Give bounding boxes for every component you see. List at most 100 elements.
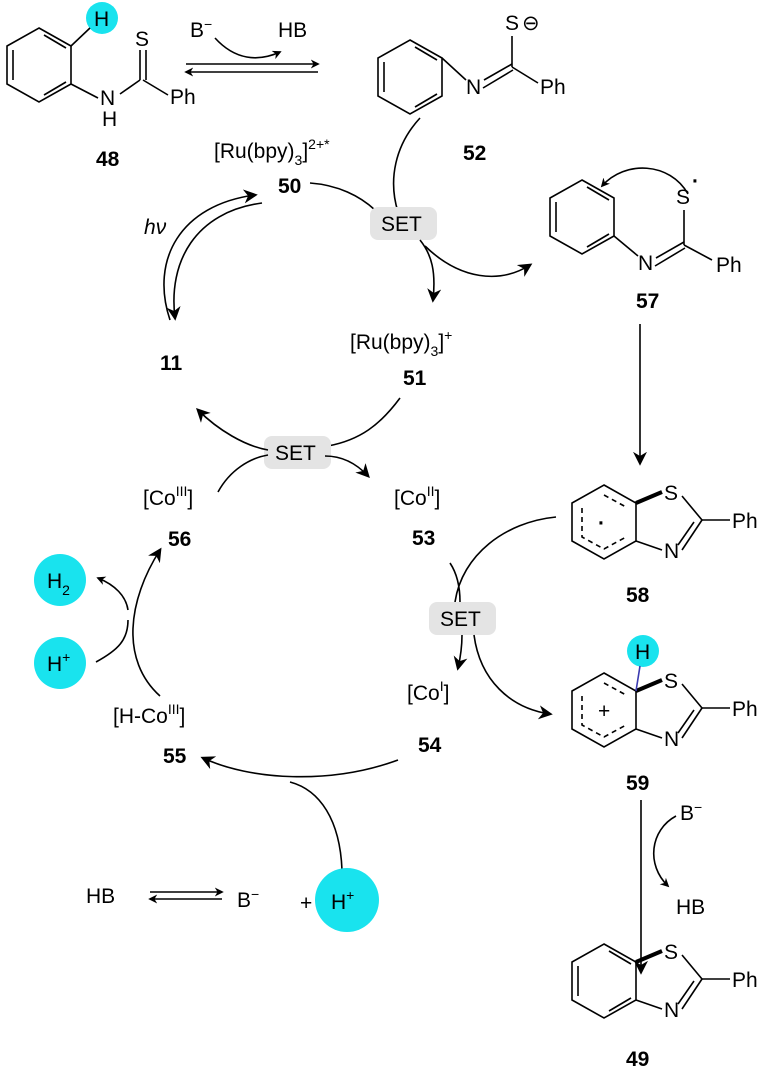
arrow-55-to-56	[132, 547, 162, 697]
label-56: 56	[168, 528, 191, 551]
ru-reduced: [Ru(bpy)3]+	[350, 327, 452, 359]
atom-ph-49: Ph	[732, 969, 758, 992]
arrow-50-to-11	[166, 202, 263, 321]
atom-s-48: S	[135, 28, 149, 51]
highlight-hplus-bottom	[315, 868, 379, 932]
atom-s-59: S	[664, 670, 678, 693]
arrow-set-to-57	[424, 245, 533, 278]
arrow-51-into-set	[327, 397, 401, 447]
label-58: 58	[626, 584, 650, 607]
label-51: 51	[403, 367, 427, 390]
arrow-set-to-51	[419, 239, 442, 303]
set-label-1: SET	[381, 213, 422, 236]
atom-n-52: N	[466, 76, 481, 99]
compound-48-structure: H N H S Ph	[6, 2, 196, 131]
label-57: 57	[636, 290, 659, 313]
atom-n-48: N	[100, 87, 115, 110]
arrow-set-to-co1	[453, 634, 468, 671]
atom-ph-52: Ph	[540, 76, 566, 99]
atom-ph-59: Ph	[732, 698, 758, 721]
plus-charge-59: +	[598, 700, 610, 723]
atom-s-57: S	[676, 186, 690, 209]
h2-species: H2	[47, 570, 70, 598]
highlight-h2	[34, 554, 86, 606]
atom-n-58: N	[664, 540, 679, 563]
hb-bottom: HB	[86, 885, 115, 908]
radical-dot-57: ·	[692, 170, 699, 193]
arrow-11-to-50	[163, 189, 258, 321]
hplus-bottom: H+	[331, 887, 354, 914]
atom-n-59: N	[664, 728, 679, 751]
radical-attack-arrow	[600, 167, 689, 195]
base-top: B−	[190, 16, 212, 42]
atom-n-57: N	[638, 252, 653, 275]
radical-dot-58: ·	[598, 512, 605, 535]
plus-sign-bottom: +	[300, 892, 312, 915]
base-right: B−	[680, 799, 702, 825]
hb-top: HB	[278, 19, 307, 42]
compound-49-structure: S N Ph	[571, 941, 758, 1022]
co-i-54: [CoI]	[407, 678, 449, 705]
atom-ph-58: Ph	[732, 510, 758, 533]
label-54: 54	[418, 734, 442, 757]
atom-s-58: S	[664, 482, 678, 505]
compound-58-structure: · S N Ph	[571, 482, 758, 563]
hv-label: hν	[144, 216, 167, 239]
equilibrium-arrows-bottom	[148, 887, 224, 904]
arrow-co3-into-set	[217, 454, 269, 493]
atom-ph-57: Ph	[716, 254, 742, 277]
highlight-hplus-left	[34, 637, 86, 689]
h-co-iii-55: [H-CoIII]	[113, 701, 185, 728]
arrow-co2-into-set	[449, 562, 461, 603]
compound-57-structure: N S · Ph	[549, 167, 742, 277]
arrow-50-into-set	[309, 182, 376, 211]
arrow-54-to-55	[200, 756, 399, 778]
arrow-set-to-59	[473, 634, 553, 720]
atom-nh-48: H	[102, 108, 117, 131]
set-box-1	[370, 207, 437, 240]
compound-59-structure: H + S N Ph	[571, 635, 758, 751]
highlight-h-48	[86, 2, 118, 34]
minus-charge-52: ⊖	[522, 12, 540, 35]
label-50: 50	[278, 175, 301, 198]
benzene-ring-57	[549, 179, 615, 255]
label-49: 49	[626, 1048, 649, 1071]
atom-h-59: H	[635, 641, 650, 664]
hb-right: HB	[676, 896, 705, 919]
set-label-3: SET	[440, 608, 481, 631]
co-iii-56: [CoIII]	[143, 483, 193, 510]
label-11: 11	[160, 352, 183, 375]
arrow-h2-out	[96, 576, 129, 611]
co-ii-53: [CoII]	[394, 483, 440, 510]
compound-52-structure: N S ⊖ Ph	[377, 12, 566, 115]
set-box-2	[264, 436, 331, 469]
highlight-h-59	[627, 635, 659, 667]
label-55: 55	[163, 745, 187, 768]
label-52: 52	[463, 142, 486, 165]
arrow-52-into-set	[392, 117, 421, 213]
atom-n-49: N	[664, 999, 679, 1022]
atom-s-52: S	[505, 12, 519, 35]
label-59: 59	[626, 772, 649, 795]
atom-h-48: H	[94, 8, 109, 31]
set-box-3	[429, 602, 496, 635]
ru-excited: [Ru(bpy)3]2+*	[214, 136, 330, 168]
base-bottom: B−	[237, 886, 259, 912]
set-label-2: SET	[275, 442, 316, 465]
benzene-ring-49	[571, 943, 637, 1019]
label-53: 53	[412, 527, 435, 550]
hplus-left: H+	[47, 649, 70, 676]
arrow-58-into-set	[454, 516, 557, 603]
arrow-set-to-co2	[324, 455, 370, 479]
arrow-hplus-bottom-in	[289, 781, 343, 871]
arrow-set-to-11	[196, 408, 269, 451]
atom-ph-48: Ph	[170, 86, 196, 109]
equilibrium-arrows-top	[184, 37, 320, 77]
atom-s-49: S	[664, 941, 678, 964]
arrow-base-curved	[653, 815, 677, 888]
arrow-hplus-in	[95, 619, 129, 663]
benzene-ring-48	[6, 27, 72, 103]
benzene-ring-52	[377, 39, 443, 115]
